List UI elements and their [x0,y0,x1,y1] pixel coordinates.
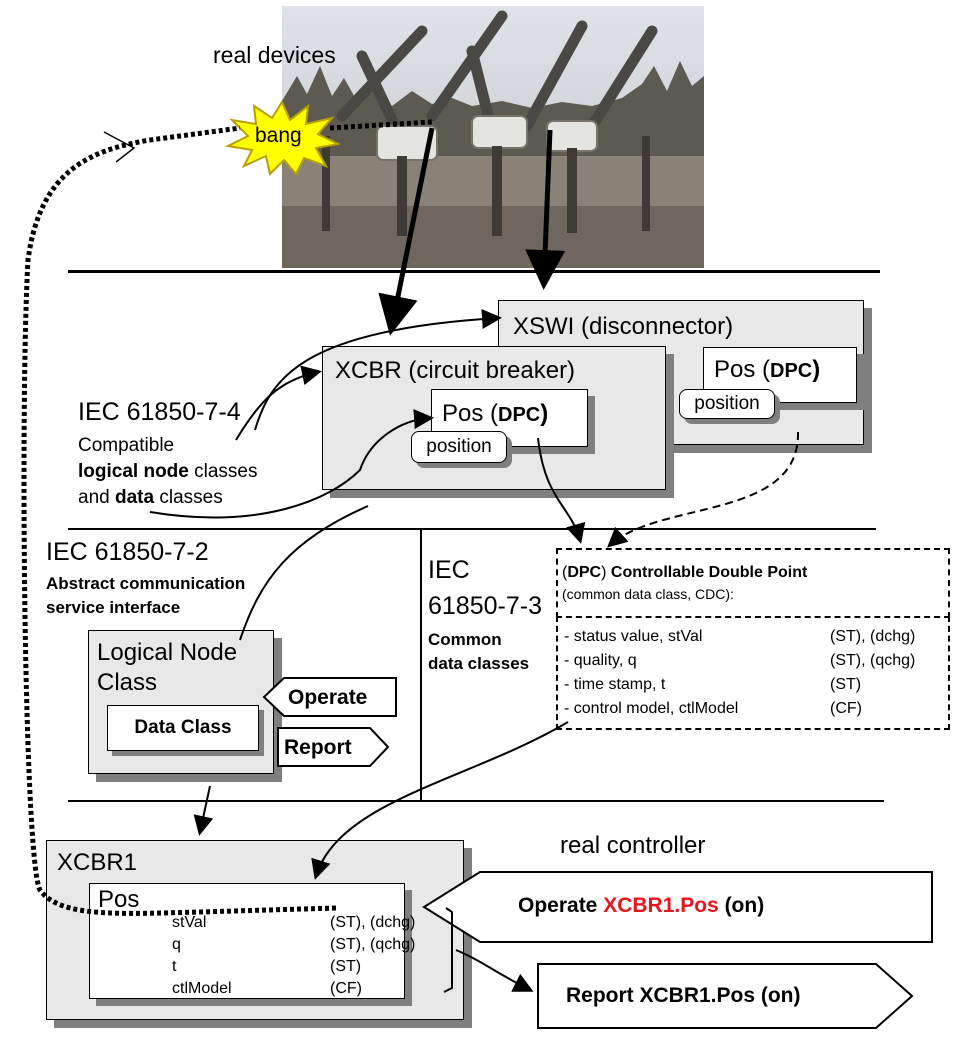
xcbr1-row: ctlModel [172,980,232,997]
report-command-arrow [537,963,914,1029]
iec-7-3-line1: Common [428,630,502,649]
photo-to-xswi-arrow [525,129,566,290]
dpc-attributes-box: - status value, stVal (ST), (dchg) - qua… [556,616,950,730]
report-arrow-shape [277,727,390,767]
bang-label: bang [255,124,302,147]
xswi-pos-label: Pos (DPC) [714,356,821,383]
operate-command-label: Operate XCBR1.Pos (on) [518,894,765,917]
dpc-row-attr: (ST) [830,676,862,693]
bang-burst-icon [224,100,340,176]
iec-7-3-title-line2: 61850-7-3 [428,592,542,620]
dpc-row: - time stamp, t [564,676,666,693]
xswi-position-pill: position [679,389,775,419]
xcbr-title: XCBR (circuit breaker) [335,357,576,384]
iec-7-4-line3: and data classes [78,487,223,508]
iec-7-2-line2: service interface [46,598,181,617]
xcbr1-panel: XCBR1 Pos stVal (ST), (dchg) q (ST), (qc… [46,840,464,1020]
operate-command-arrow [422,871,933,943]
photo-to-xcbr-arrow [378,127,435,336]
separator-top [68,270,880,273]
operate-label: Operate [288,686,368,709]
separator-middle [68,528,876,530]
report-label: Report [284,736,352,759]
xcbr1-row-attr: (CF) [330,980,362,997]
real-controller-label: real controller [560,832,706,859]
report-command-label: Report XCBR1.Pos (on) [566,984,801,1007]
xcbr-position-pill: position [411,431,507,463]
xcbr1-row-attr: (ST) [330,958,362,975]
xcbr-pos-label: Pos (DPC) [442,400,549,427]
dpc-subheader: (common data class, CDC): [562,586,734,602]
xcbr1-pos-box: Pos stVal (ST), (dchg) q (ST), (qchg) t … [89,883,415,999]
xcbr-panel: XCBR (circuit breaker) Pos (DPC) positio… [322,346,666,490]
iec-7-2-title: IEC 61850-7-2 [46,538,209,566]
xcbr1-row: t [172,958,177,975]
dpc-header-box: (DPC) Controllable Double Point (common … [556,548,950,618]
substation-photo [282,6,704,268]
dpc-row-attr: (ST), (dchg) [830,628,916,645]
data-class-box: Data Class [107,705,259,751]
iec-7-4-line1: Compatible [78,435,175,456]
xcbr1-row-attr: (ST), (qchg) [330,936,416,953]
iec-7-2-line1: Abstract communication [46,574,246,593]
dpc-row-attr: (ST), (qchg) [830,652,916,669]
iec-7-3-line2: data classes [428,654,530,673]
ln-class-line2: Class [97,669,158,696]
dpc-row: - status value, stVal [564,628,703,645]
xcbr1-row: stVal [172,914,207,931]
dpc-row: - quality, q [564,652,637,669]
ln-class-line1: Logical Node [97,639,238,666]
iec-7-4-title: IEC 61850-7-4 [78,398,241,426]
dpc-row: - control model, ctlModel [564,700,739,717]
xcbr1-title: XCBR1 [57,849,138,876]
iec-7-4-line2: logical node classes [78,461,258,482]
data-class-label: Data Class [134,717,232,738]
xcbr1-pos-label: Pos [98,886,140,913]
separator-bottom [68,800,884,802]
separator-vertical [420,529,422,800]
substation-photo-drawing [282,6,704,268]
xcbr1-row: q [172,936,181,953]
dpc-header: (DPC) Controllable Double Point [562,564,808,581]
logical-node-class-panel: Logical Node Class Data Class [88,630,274,774]
iec-7-3-title-line1: IEC [428,556,470,584]
operate-arrow-shape [262,677,397,717]
xswi-title: XSWI (disconnector) [513,313,734,340]
xcbr1-row-attr: (ST), (dchg) [330,914,416,931]
dpc-row-attr: (CF) [830,700,862,717]
